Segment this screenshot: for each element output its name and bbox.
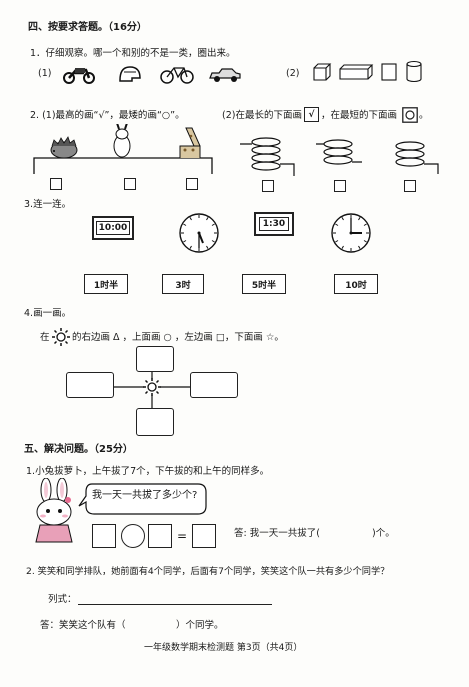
page-footer: 一年级数学期末检测题 第3页（共4页）	[144, 643, 303, 653]
rabbit-girl-icon	[35, 478, 73, 543]
square-icon[interactable]	[380, 62, 398, 82]
spring-long-icon	[240, 137, 295, 176]
analog-clock-1[interactable]	[178, 212, 220, 254]
draw-box-right[interactable]	[190, 372, 238, 398]
draw-box-top[interactable]	[136, 346, 174, 372]
q1-label: 1．仔细观察。哪一个和别的不是一类，圈出来。	[30, 48, 236, 59]
hedgehog-icon	[50, 136, 78, 159]
spring-short-icon	[395, 141, 439, 174]
q4-label: 4.画一画。	[24, 308, 72, 319]
equation-box-result[interactable]	[192, 524, 216, 548]
rabbit-icon	[113, 124, 131, 158]
q2-check-box: √	[304, 107, 319, 122]
section5-title: 五、解决问题。（25分）	[24, 444, 133, 455]
q2-part2-a: (2)在最长的下面画	[222, 110, 302, 121]
animals-illustration	[33, 124, 213, 174]
spring-mid-icon	[316, 139, 362, 165]
q2-part1: 2. (1)最高的画“√”，最矮的画“○”。	[30, 110, 185, 121]
sun-icon	[52, 328, 70, 346]
q2-part2-end: 。	[419, 110, 429, 121]
formula-input-line[interactable]	[78, 604, 272, 605]
q4-prefix: 在	[40, 332, 50, 343]
digital-clock-1-value: 10:00	[95, 221, 131, 235]
digital-clock-1[interactable]: 10:00	[92, 216, 134, 240]
answer-card-1[interactable]: 1时半	[84, 274, 128, 294]
speech-text: 我一天一共拔了多少个?	[92, 490, 198, 501]
answer-card-3[interactable]: 5时半	[242, 274, 286, 294]
cross-lines	[114, 372, 190, 408]
digital-clock-2[interactable]: 1:30	[254, 212, 294, 236]
speech-bubble	[78, 483, 207, 515]
answer-box-hedgehog[interactable]	[50, 178, 62, 190]
giraffe-icon	[179, 127, 201, 158]
center-sun-icon	[143, 378, 161, 396]
helmet-icon[interactable]	[118, 64, 142, 84]
s5-q1-answer-a: 答: 我一天一共拔了(	[234, 528, 320, 539]
s5-q2-answer-a: 答：笑笑这个队有（	[40, 620, 126, 631]
q4-instruction: 的右边画 Δ ，上面画 ○ ，左边画 □，下面画 ☆。	[72, 332, 284, 343]
answer-box-spring-1[interactable]	[262, 180, 274, 192]
equation-box-2[interactable]	[148, 524, 172, 548]
draw-box-bottom[interactable]	[136, 408, 174, 436]
cuboid-icon[interactable]	[338, 63, 374, 81]
s5-q2-label: 2. 笑笑和同学排队，她前面有4个同学，后面有7个同学，笑笑这个队一共有多少个同…	[26, 566, 390, 577]
q1-sub2: (2)	[286, 68, 300, 79]
q2-circle-box-icon	[402, 107, 418, 123]
answer-box-spring-2[interactable]	[334, 180, 346, 192]
springs-illustration	[240, 137, 439, 176]
answer-card-2[interactable]: 3时	[162, 274, 204, 294]
answer-box-spring-3[interactable]	[404, 180, 416, 192]
digital-clock-2-value: 1:30	[258, 217, 290, 231]
q3-label: 3.连一连。	[24, 199, 72, 210]
s5-q2-formula-label: 列式：	[48, 594, 77, 605]
section4-title: 四、按要求答题。（16分）	[28, 22, 147, 33]
equation-box-1[interactable]	[92, 524, 116, 548]
answer-box-giraffe[interactable]	[186, 178, 198, 190]
analog-clock-2[interactable]	[330, 212, 372, 254]
cylinder-icon[interactable]	[404, 60, 424, 84]
cube-icon[interactable]	[312, 62, 332, 82]
s5-q1-answer-b: )个。	[372, 528, 395, 539]
answer-box-rabbit[interactable]	[124, 178, 136, 190]
q1-sub1: (1)	[38, 68, 52, 79]
draw-box-left[interactable]	[66, 372, 114, 398]
car-icon[interactable]	[208, 67, 242, 83]
s5-q2-answer-b: ）个同学。	[176, 620, 224, 631]
motorcycle-icon[interactable]	[62, 64, 96, 84]
answer-card-4[interactable]: 10时	[334, 274, 378, 294]
operator-circle[interactable]	[121, 524, 145, 548]
q2-part2-b: ，在最短的下面画	[321, 110, 398, 121]
s5-q1-label: 1.小兔拔萝卜，上午拔了7个，下午拔的和上午的同样多。	[26, 466, 270, 477]
bicycle-icon[interactable]	[160, 64, 194, 84]
equals-sign: =	[177, 529, 188, 543]
